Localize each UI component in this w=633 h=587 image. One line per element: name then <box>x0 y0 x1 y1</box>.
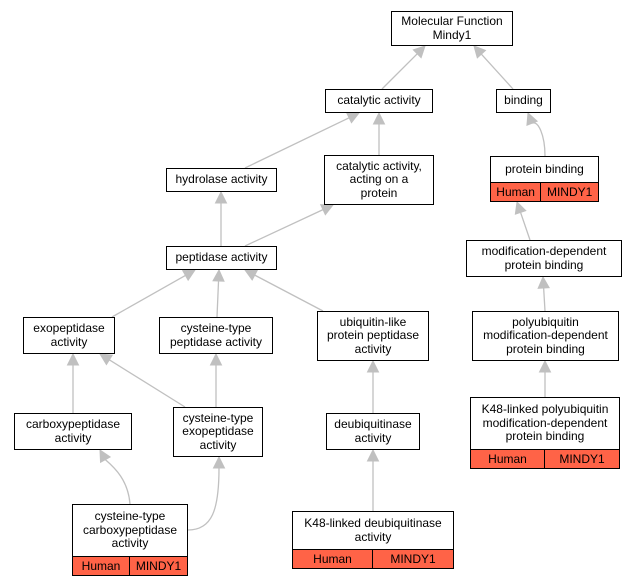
node-binding: binding <box>496 89 551 113</box>
node-ubiquitin-like-protein-peptidase-activity: ubiquitin-like protein peptidase activit… <box>317 311 429 361</box>
annotation-species: Human <box>293 550 373 568</box>
node-label: cysteine-type exopeptidase activity <box>182 410 254 452</box>
arrowhead <box>538 359 552 373</box>
arrowhead <box>212 268 225 282</box>
node-cysteine-type-exopeptidase-activity: cysteine-type exopeptidase activity <box>173 407 263 457</box>
node-cysteine-type-peptidase-activity: cysteine-type peptidase activity <box>159 317 273 354</box>
node-catalytic-activity-protein: catalytic activity, acting on a protein <box>324 155 434 205</box>
edge-hydrolase-activity>catalytic-activity <box>244 117 350 169</box>
edge-cysteine-type-exopeptidase-activity>exopeptidase-activity <box>108 359 186 408</box>
edge-cysteine-type-carboxypeptidase-activity>carboxypeptidase-activity <box>104 459 131 505</box>
node-label: K48-linked deubiquitinase activity <box>304 516 442 544</box>
arrowhead <box>319 204 335 216</box>
arrowhead <box>473 45 487 59</box>
edge-binding>molecular-function <box>480 53 514 90</box>
node-label: hydrolase activity <box>175 172 268 187</box>
arrowhead <box>209 352 223 366</box>
arrowhead <box>537 275 550 289</box>
node-hydrolase-activity: hydrolase activity <box>166 168 277 192</box>
arrowhead <box>372 111 386 125</box>
node-label: binding <box>504 93 543 108</box>
node-label: carboxypeptidase activity <box>25 417 121 445</box>
node-label: deubiquitinase activity <box>334 417 412 445</box>
arrowhead <box>366 359 380 373</box>
node-label: peptidase activity <box>175 250 268 265</box>
node-label: modification-dependent protein binding <box>481 244 607 272</box>
arrowhead <box>214 190 228 204</box>
arrowhead <box>212 455 226 469</box>
node-label: cysteine-type carboxypeptidase activity <box>82 509 178 551</box>
node-catalytic-activity: catalytic activity <box>325 89 433 113</box>
node-peptidase-activity: peptidase activity <box>166 246 277 270</box>
arrowhead <box>366 448 380 462</box>
edge-cysteine-type-carboxypeptidase-activity>cysteine-type-exopeptidase-activity <box>187 467 220 531</box>
node-polyubiquitin-modification-dependent-protein-binding: polyubiquitin modification-dependent pro… <box>472 311 619 361</box>
edge-polyubiquitin-modification-dependent-protein-binding>modification-dependent-protein-binding <box>542 287 546 312</box>
node-molecular-function: Molecular Function Mindy1 <box>391 11 513 46</box>
annotation-species: Human <box>491 183 542 201</box>
arrowhead <box>99 449 112 464</box>
node-carboxypeptidase-activity: carboxypeptidase activity <box>14 413 132 450</box>
node-exopeptidase-activity: exopeptidase activity <box>23 317 115 354</box>
edge-protein-binding>binding <box>531 122 546 157</box>
edge-catalytic-activity>molecular-function <box>381 53 418 90</box>
node-modification-dependent-protein-binding: modification-dependent protein binding <box>466 240 622 277</box>
arrowhead <box>99 353 114 366</box>
node-label: K48-linked polyubiquitin modification-de… <box>481 402 609 444</box>
node-label: catalytic activity, acting on a protein <box>336 158 422 200</box>
annotation-species: Human <box>471 450 545 468</box>
arrowhead <box>181 269 196 282</box>
arrowhead <box>412 45 426 59</box>
node-k48-linked-polyubiquitin-binding: K48-linked polyubiquitin modification-de… <box>470 397 620 469</box>
arrowhead <box>345 112 361 124</box>
edge-cysteine-type-peptidase-activity>peptidase-activity <box>216 280 220 318</box>
arrowhead <box>244 269 259 281</box>
annotation-gene: MINDY1 <box>545 450 619 468</box>
arrowhead <box>66 352 80 366</box>
annotation-gene: MINDY1 <box>541 183 598 201</box>
edge-exopeptidase-activity>peptidase-activity <box>111 274 186 318</box>
node-label: protein binding <box>505 161 584 176</box>
annotation-species: Human <box>73 557 130 575</box>
arrowhead <box>514 200 527 215</box>
node-label: ubiquitin-like protein peptidase activit… <box>326 314 420 356</box>
edge-modification-dependent-protein-binding>protein-binding <box>519 212 531 241</box>
edge-ubiquitin-like-protein-peptidase-activity>peptidase-activity <box>254 274 324 312</box>
node-label: polyubiquitin modification-dependent pro… <box>483 314 608 356</box>
node-label: Molecular Function Mindy1 <box>401 14 503 42</box>
edge-peptidase-activity>catalytic-activity-protein <box>244 209 324 247</box>
annotation-gene: MINDY1 <box>130 557 187 575</box>
node-label: cysteine-type peptidase activity <box>169 321 263 349</box>
arrowhead <box>526 111 539 127</box>
annotation-gene: MINDY1 <box>373 550 453 568</box>
node-label: exopeptidase activity <box>33 321 105 349</box>
node-label: catalytic activity <box>337 93 421 108</box>
node-deubiquitinase-activity: deubiquitinase activity <box>326 413 420 450</box>
